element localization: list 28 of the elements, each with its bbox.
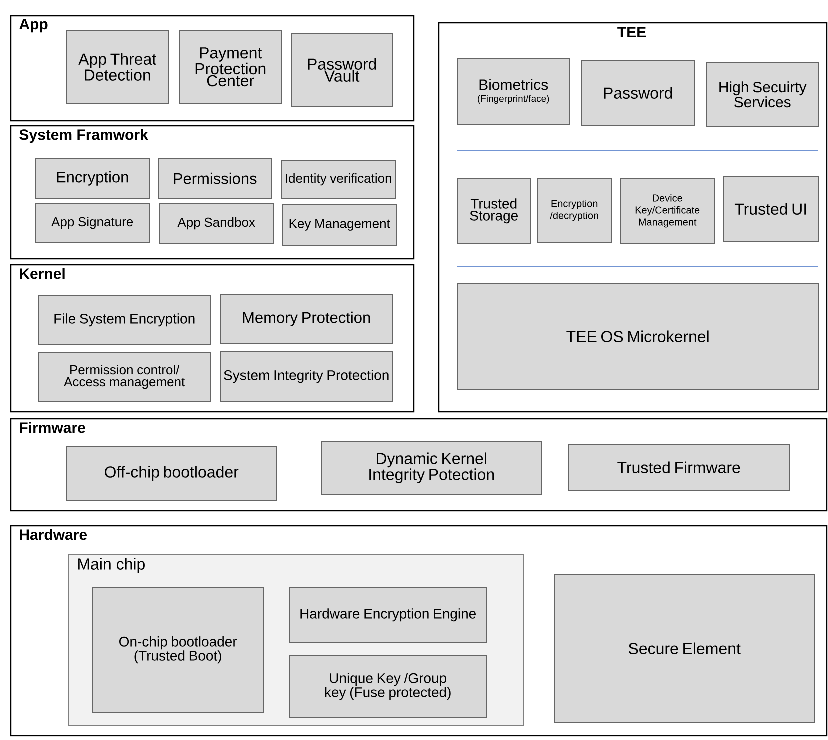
component-box: TEE OS Microkernel [457,283,820,390]
component-box: Unique Key /Group key (Fuse protected) [289,655,488,718]
component-box: Trusted UI [723,176,820,242]
component-box: Hardware Encryption Engine [289,587,488,644]
component-box: Device Key/Certificate Management [620,178,716,244]
component-box: Trusted Storage [457,178,532,244]
component-box: Off-chip bootloader [66,446,278,502]
component-box: On-chip bootloader (Trusted Boot) [92,587,264,714]
component-box: Biometrics (Fingerprint/face) [457,58,570,126]
component-box: Encryption /decryption [537,178,612,244]
component-box: Secure Element [554,574,816,724]
component-box: Encryption [35,158,150,200]
component-box: Trusted Firmware [568,444,790,492]
component-box: File System Encryption [38,295,212,346]
component-box: High Secuirty Services [706,62,820,128]
component-box: Identity verification [281,160,396,200]
component-box: App Sandbox [159,203,274,244]
component-box: Dynamic Kernel Integrity Potection [321,441,542,496]
component-box: Memory Protection [220,294,394,344]
component-box: App Threat Detection [66,30,170,104]
component-box: System Integrity Protection [220,351,394,402]
component-box: App Signature [35,203,150,244]
component-box: Key Management [282,204,398,246]
component-box: Password Vault [291,33,394,108]
component-box: Permission control/ Access management [38,352,212,402]
component-box: Password [581,60,696,126]
component-box: Permissions [158,158,272,200]
component-box: Payment Protection Center [179,30,282,104]
